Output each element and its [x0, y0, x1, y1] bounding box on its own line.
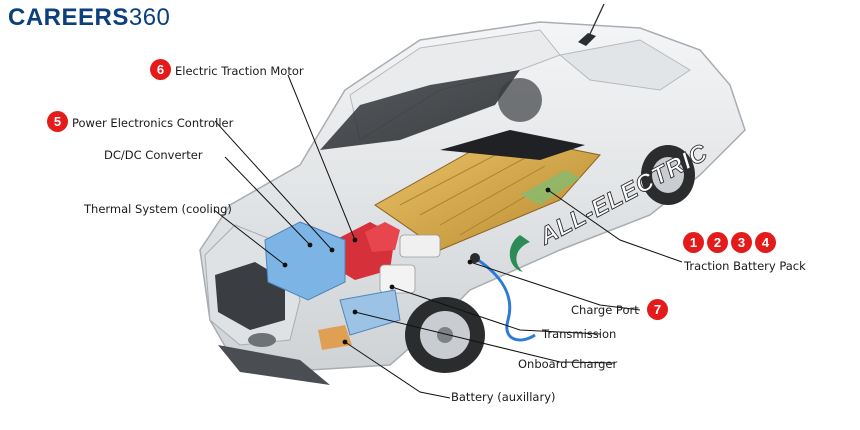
label-electric-traction-motor: Electric Traction Motor	[175, 64, 304, 78]
rear-wheel	[641, 145, 695, 205]
badge-battery-3: 3	[731, 232, 752, 253]
badge-motor: 6	[150, 59, 171, 80]
badge-controller: 5	[47, 111, 68, 132]
logo-number: 360	[128, 4, 171, 31]
badge-charge-port: 7	[647, 299, 668, 320]
label-onboard-charger: Onboard Charger	[518, 357, 618, 371]
front-wheel	[405, 297, 485, 373]
charge-cable	[477, 258, 536, 342]
front-end	[204, 224, 330, 385]
badge-battery-1: 1	[683, 232, 704, 253]
label-thermal-system: Thermal System (cooling)	[84, 202, 232, 216]
rear-inner-wheel	[498, 78, 542, 122]
label-transmission: Transmission	[542, 327, 617, 341]
door-logo	[509, 235, 530, 272]
badge-battery-4: 4	[755, 232, 776, 253]
leader-lines	[213, 74, 683, 399]
label-power-electronics-controller: Power Electronics Controller	[72, 116, 234, 130]
badge-battery-2: 2	[707, 232, 728, 253]
label-battery-auxiliary: Battery (auxillary)	[451, 390, 556, 404]
logo-brand: CAREERS	[8, 4, 129, 31]
label-charge-port: Charge Port	[571, 303, 639, 317]
label-dc-dc-converter: DC/DC Converter	[104, 148, 203, 162]
careers360-logo: CAREERS360	[8, 4, 170, 32]
motor-and-controller	[330, 222, 441, 294]
leader-dots	[282, 187, 551, 345]
label-traction-battery-pack: Traction Battery Pack	[684, 259, 806, 273]
